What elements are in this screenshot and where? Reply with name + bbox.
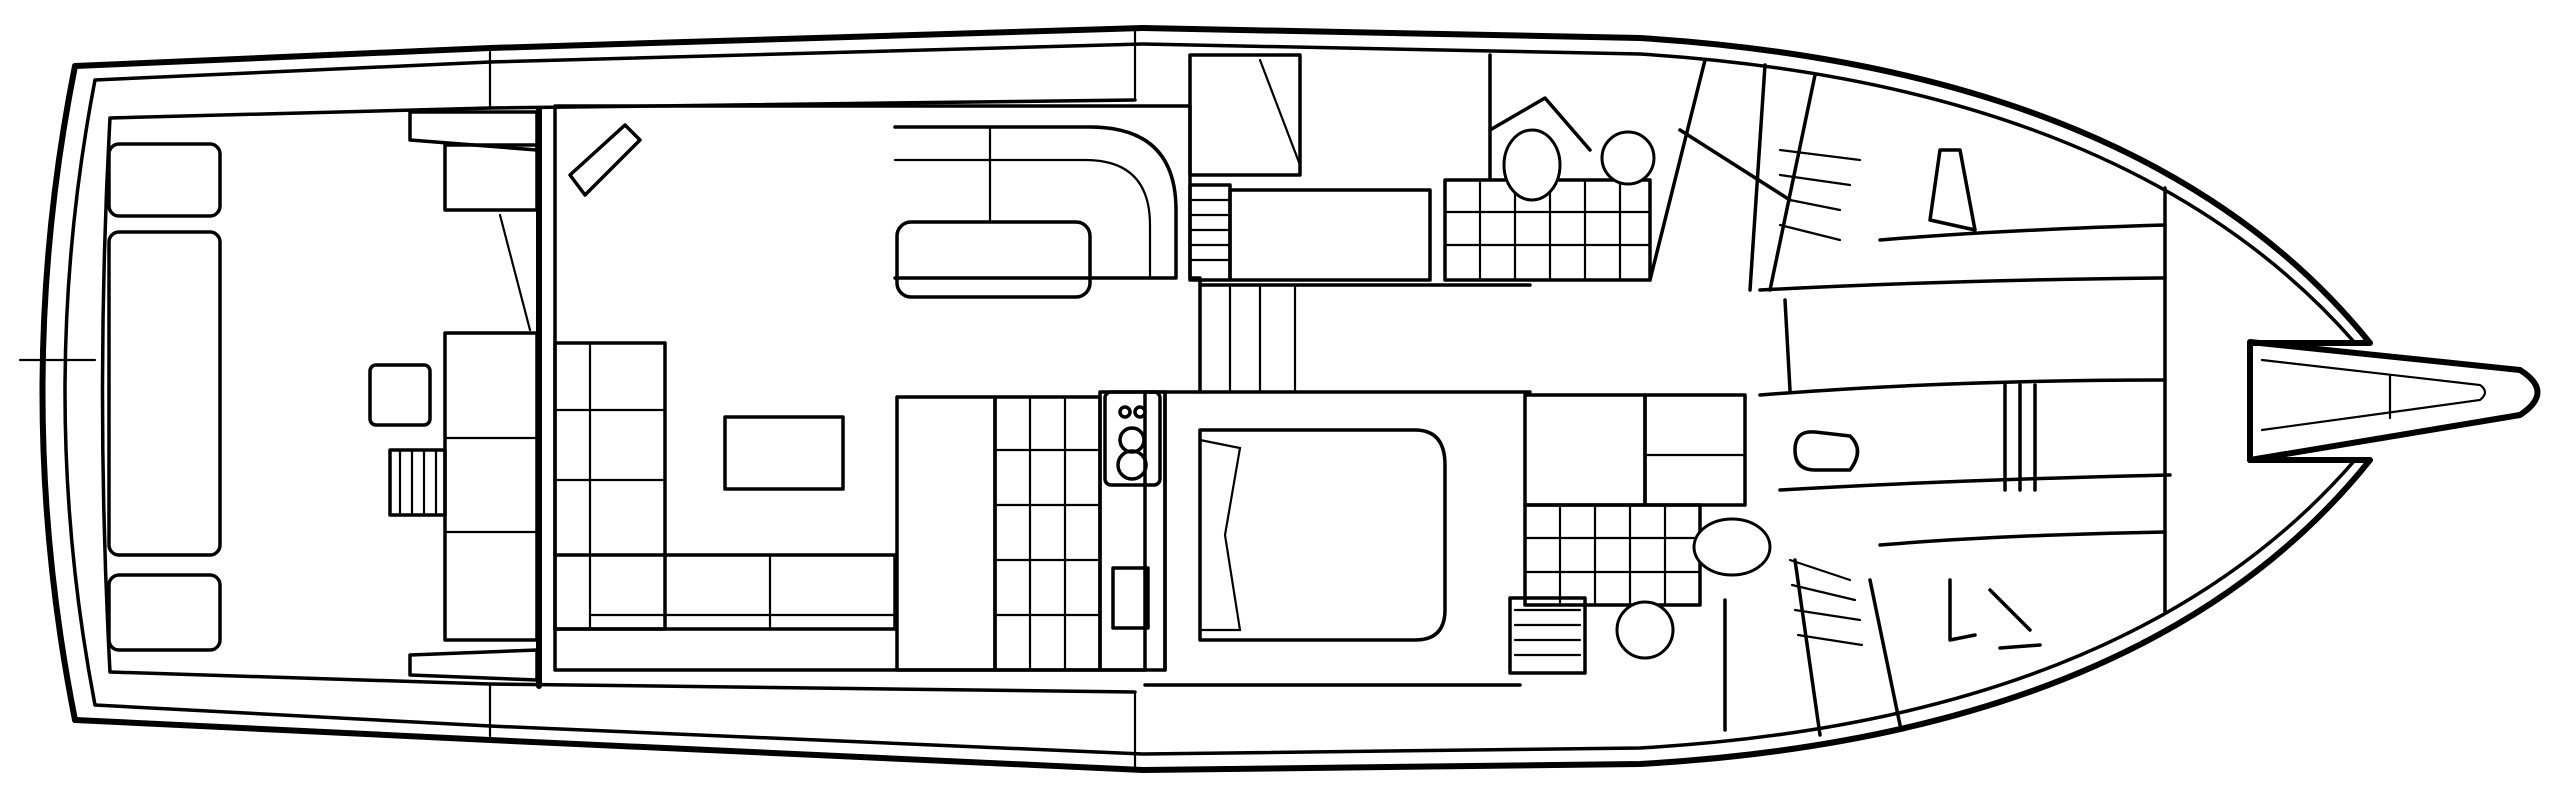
hatch-fixture <box>1928 148 1977 232</box>
stove-burner <box>1118 426 1146 454</box>
stove <box>1103 390 1162 487</box>
closet-shelves <box>1788 558 1864 647</box>
berth-edge <box>1758 378 2167 397</box>
starboard-head <box>1443 53 1862 292</box>
guest-berth <box>1228 188 1432 282</box>
salon-door-swing <box>498 213 532 332</box>
shower-seat <box>1643 393 1747 507</box>
stove-knob <box>1133 405 1147 419</box>
stair-treads <box>1513 608 1582 657</box>
v-berth-stateroom <box>1758 148 2172 650</box>
berth-edge <box>1878 223 2167 242</box>
master-stateroom <box>1143 390 1522 687</box>
aft-step-box <box>443 143 539 212</box>
cockpit-cushion <box>107 142 222 218</box>
ladder-rungs <box>398 448 438 517</box>
toilet <box>1692 517 1772 577</box>
mast-step <box>1793 430 1860 472</box>
stairs <box>1508 596 1587 675</box>
stair-treads <box>1188 198 1232 262</box>
coffee-table <box>723 415 845 491</box>
salon-wall <box>553 104 1202 672</box>
master-berth <box>1198 428 1447 642</box>
hanging-locker <box>1188 53 1302 177</box>
companionway <box>1188 53 1532 394</box>
cockpit-hatch <box>368 363 432 427</box>
hull <box>18 25 2373 773</box>
cockpit-cushion <box>107 230 222 557</box>
galley-floor <box>993 395 1102 672</box>
toilet <box>1502 128 1562 202</box>
berth-edge <box>1758 276 2167 292</box>
door-swing <box>1783 298 1792 392</box>
hull-inner-outline <box>63 42 2357 756</box>
helm-console <box>568 123 642 197</box>
bow-pulpit-outline <box>2247 339 2541 463</box>
sink <box>1600 130 1656 186</box>
galley-floor-tiles <box>993 395 1102 672</box>
berth-edge <box>1878 530 2167 547</box>
head-counter <box>1488 96 1592 152</box>
port-head <box>1508 393 1902 737</box>
berth-edge <box>1778 473 2172 492</box>
closet-walls <box>1723 558 1902 737</box>
shower-stall <box>1523 393 1647 507</box>
stove-burner <box>1116 449 1148 481</box>
bow-pulpit-inner <box>2260 358 2487 432</box>
galley-counter <box>895 395 997 672</box>
head-floor <box>1523 503 1702 607</box>
head-floor-tiles <box>1443 178 1652 282</box>
hanging-rod <box>1678 128 1792 202</box>
head-floor-tiles <box>1523 503 1702 607</box>
sink <box>1615 600 1675 660</box>
berth-pillow <box>1198 438 1242 632</box>
aft-settee <box>553 553 897 631</box>
cockpit-cushion <box>107 573 222 652</box>
cockpit-locker <box>443 331 539 642</box>
salon-table <box>895 220 1092 299</box>
hull-outer-outline <box>39 25 2373 773</box>
closet-shelves <box>1778 148 1862 242</box>
galley-sink <box>1111 566 1150 630</box>
closet-walls <box>1648 58 1817 292</box>
salon <box>553 104 1202 672</box>
bow-pulpit <box>2247 339 2541 463</box>
stove-knob <box>1118 405 1132 419</box>
hatch-fixture <box>1948 578 2042 650</box>
l-settee <box>893 125 1178 280</box>
aft-cockpit <box>107 107 542 689</box>
locker-door <box>1258 58 1302 167</box>
settee-back <box>893 158 1152 280</box>
galley <box>895 390 1167 672</box>
aft-step <box>408 648 539 682</box>
port-settee <box>553 341 667 631</box>
